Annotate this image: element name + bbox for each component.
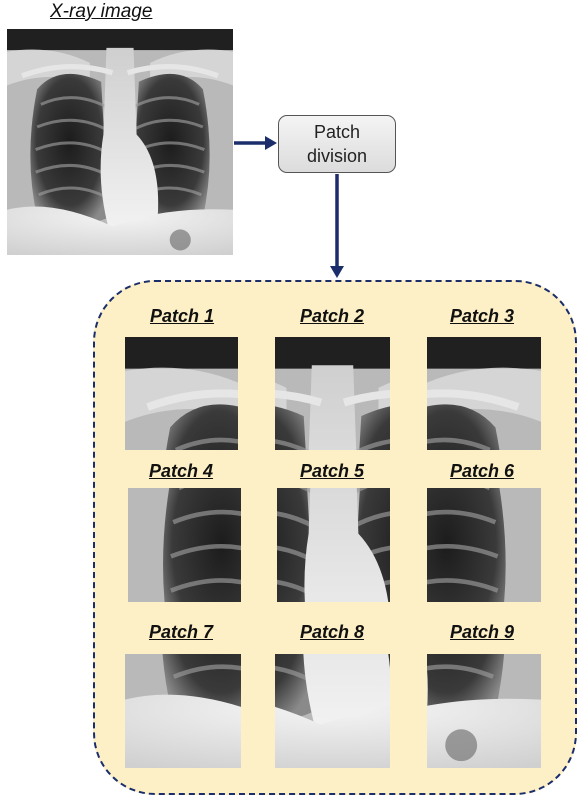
patch-label-9: Patch 9 — [422, 622, 542, 643]
patch-image-1 — [125, 337, 238, 450]
patch-label-7: Patch 7 — [121, 622, 241, 643]
patch-label-4: Patch 4 — [121, 461, 241, 482]
patch-label-5: Patch 5 — [272, 461, 392, 482]
patch-image-5 — [277, 488, 390, 602]
patch-image-7 — [125, 654, 241, 768]
patch-image-4 — [128, 488, 241, 602]
patch-image-9 — [427, 654, 541, 768]
patch-label-1: Patch 1 — [122, 306, 242, 327]
patch-label-3: Patch 3 — [422, 306, 542, 327]
patch-label-2: Patch 2 — [272, 306, 392, 327]
patch-label-8: Patch 8 — [272, 622, 392, 643]
arrowhead-down-icon — [330, 266, 344, 278]
patch-image-8 — [275, 654, 390, 768]
patch-image-3 — [427, 337, 541, 450]
patch-image-6 — [427, 488, 541, 602]
patch-division-box: Patch division — [278, 115, 396, 173]
arrowhead-right-icon — [265, 136, 277, 150]
patch-image-2 — [275, 337, 390, 450]
patch-label-6: Patch 6 — [422, 461, 542, 482]
